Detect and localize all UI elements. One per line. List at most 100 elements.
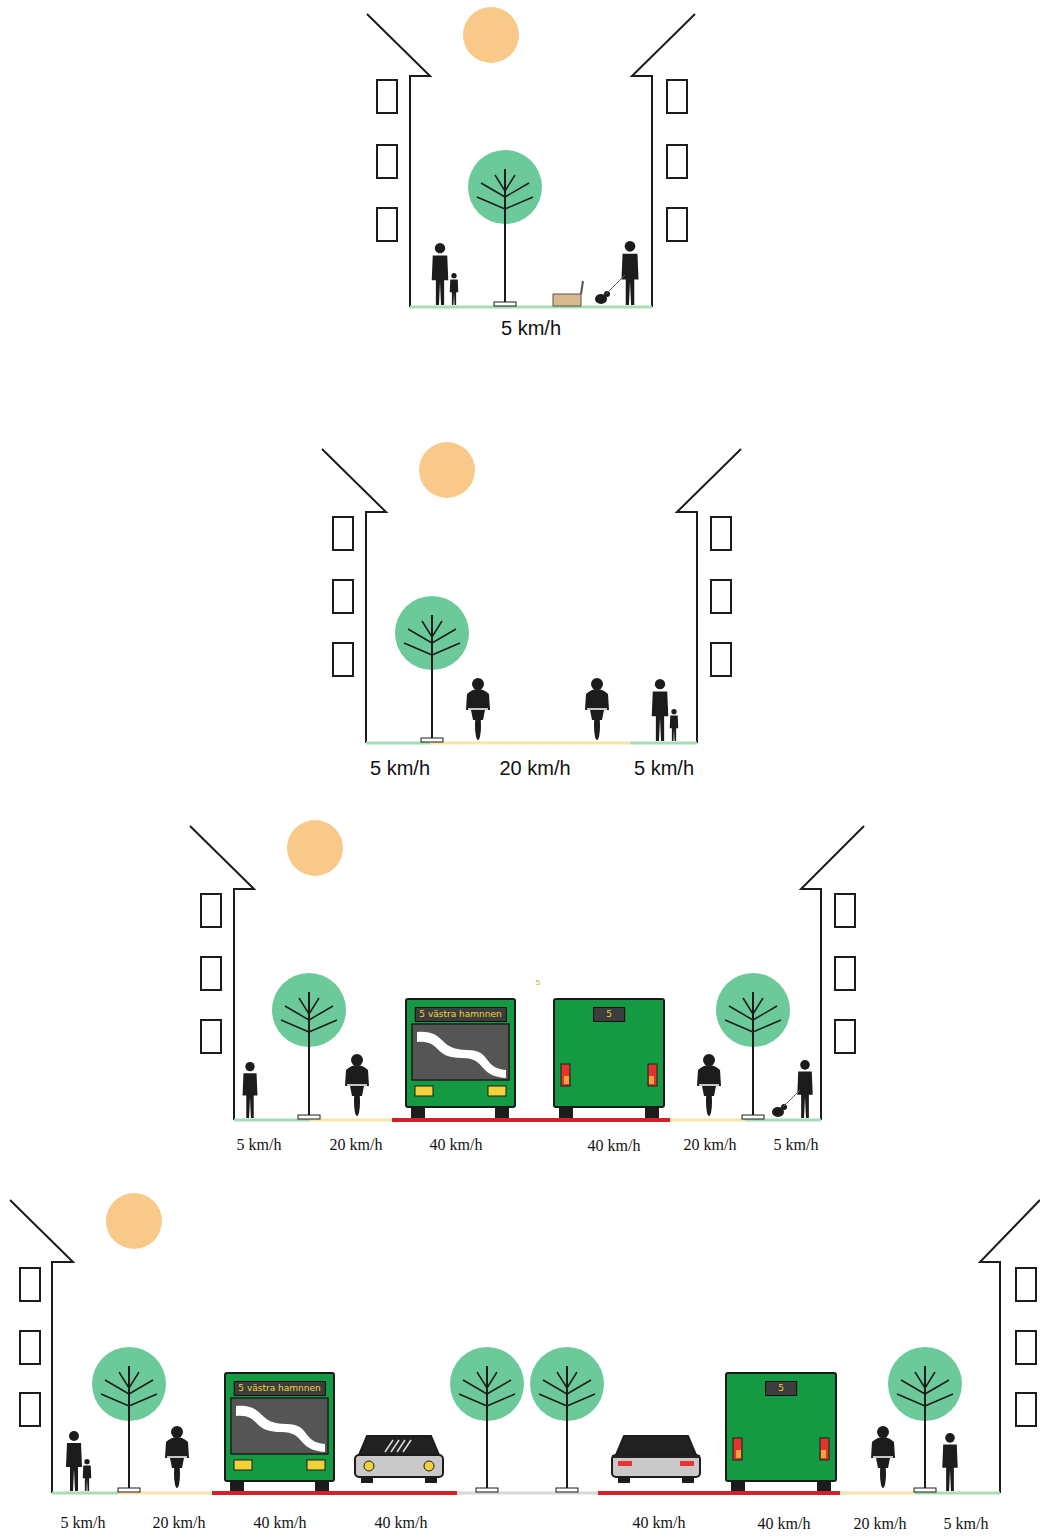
tree-branch: [897, 1394, 925, 1406]
tree-grate: [476, 1488, 498, 1492]
pedestrian: [450, 273, 459, 305]
indicator: [564, 1076, 569, 1084]
indicator: [649, 1076, 654, 1084]
handlebar: [468, 708, 488, 710]
ground-strip: [670, 1119, 745, 1122]
tree-branch: [422, 621, 432, 637]
windshield: [231, 1398, 328, 1454]
ground-strip: [212, 1491, 457, 1495]
car-body: [355, 1455, 443, 1477]
headlight: [415, 1086, 433, 1096]
body: [450, 279, 459, 305]
helmet: [703, 1054, 715, 1066]
house-outline: [10, 1200, 73, 1493]
speed-label: 40 km/h: [430, 1137, 483, 1153]
speed-label: 5 km/h: [634, 758, 694, 778]
destination-sign: 5 västra hamnnen: [233, 1381, 325, 1396]
car-wheel: [425, 1476, 437, 1483]
house-outline: [322, 449, 386, 743]
speed-label: 40 km/h: [633, 1515, 686, 1531]
body: [432, 255, 449, 305]
ground-strip: [430, 742, 630, 745]
window: [201, 957, 221, 990]
windshield-glare: [417, 1032, 506, 1078]
rider: [466, 689, 490, 720]
tree-branch: [567, 1372, 577, 1388]
tree-branch: [432, 621, 442, 637]
speed-label: 5 km/h: [501, 318, 561, 338]
indicator: [736, 1450, 741, 1458]
helmet: [171, 1426, 183, 1438]
tree-branch: [925, 1372, 935, 1388]
body: [83, 1465, 92, 1491]
helmet: [591, 678, 603, 690]
taillight: [561, 1064, 570, 1086]
speed-label: 20 km/h: [854, 1516, 907, 1532]
taillight: [648, 1064, 657, 1086]
destination-sign: 5: [593, 1007, 625, 1022]
taillight: [820, 1438, 829, 1460]
tree-trunk: [431, 615, 433, 741]
tree-trunk: [486, 1366, 488, 1491]
speed-label: 20 km/h: [330, 1137, 383, 1153]
window: [835, 894, 855, 927]
window: [201, 1020, 221, 1053]
tree: [395, 596, 469, 742]
tree-branch: [281, 1020, 309, 1032]
tree-branch: [915, 1372, 925, 1388]
windshield-glare: [403, 1440, 411, 1452]
ground-strip: [598, 1491, 840, 1495]
tree-grate: [742, 1115, 764, 1119]
house-outline: [677, 449, 741, 743]
tree-trunk: [308, 992, 310, 1118]
body: [942, 1445, 957, 1491]
rider: [585, 689, 609, 720]
bench: [553, 294, 581, 306]
window: [377, 208, 397, 241]
speed-label: 40 km/h: [375, 1515, 428, 1531]
tree-trunk: [566, 1366, 568, 1491]
tree: [530, 1347, 604, 1492]
body: [66, 1443, 82, 1491]
ground-strip: [840, 1492, 915, 1495]
handlebar: [347, 1084, 367, 1086]
house-outline: [632, 14, 695, 307]
head: [945, 1433, 955, 1443]
car-wheel: [361, 1476, 373, 1483]
car-body: [612, 1455, 700, 1477]
sun: [463, 7, 519, 63]
helmet: [877, 1426, 889, 1438]
tree-branch: [432, 643, 460, 655]
window: [711, 580, 731, 613]
tree-branch: [404, 643, 432, 655]
leash: [606, 275, 625, 294]
speed-label: 40 km/h: [758, 1516, 811, 1532]
tree: [888, 1347, 962, 1492]
pedestrian: [83, 1459, 92, 1491]
headlight: [307, 1460, 325, 1470]
pedestrian: [621, 241, 638, 305]
tree-trunk: [924, 1366, 926, 1491]
ground-strip: [410, 306, 652, 309]
head: [655, 679, 665, 689]
car-rear: [612, 1436, 700, 1483]
head: [800, 1060, 810, 1070]
pedestrian: [432, 243, 449, 305]
window: [333, 580, 353, 613]
car-front: [355, 1436, 443, 1483]
taillight: [733, 1438, 742, 1460]
dog-head: [604, 291, 610, 297]
window: [711, 643, 731, 676]
car-wheel: [618, 1476, 630, 1483]
tree-branch: [487, 1394, 515, 1406]
tree-branch: [309, 998, 319, 1014]
tree-branch: [753, 998, 763, 1014]
tree-grate: [914, 1488, 936, 1492]
handlebar: [699, 1084, 719, 1086]
tree-branch: [487, 1372, 497, 1388]
pedestrian: [670, 709, 679, 741]
body: [670, 715, 679, 741]
tree-branch: [539, 1394, 567, 1406]
body: [243, 1073, 258, 1118]
